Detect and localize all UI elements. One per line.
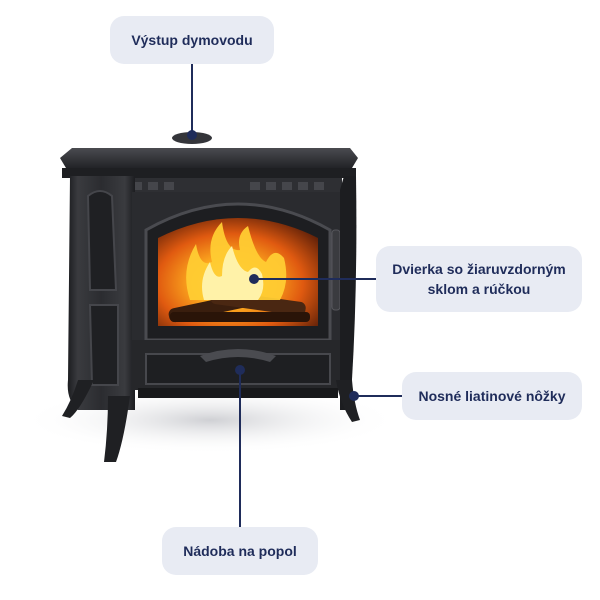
label-door: Dvierka so žiaruvzdorným sklom a rúčkou	[376, 246, 582, 312]
label-ash-pan: Nádoba na popol	[162, 527, 318, 575]
foot-left-rear	[62, 380, 94, 418]
left-side-relief	[86, 190, 118, 291]
leader-dots	[187, 130, 359, 401]
foot-right	[336, 380, 360, 422]
top-rim	[62, 168, 356, 178]
right-side-panel	[340, 176, 357, 410]
left-side-relief-lower	[88, 304, 119, 386]
leader-lines	[191, 64, 402, 527]
base-plate	[138, 388, 338, 398]
top-plate	[60, 148, 358, 168]
door-handle	[331, 229, 341, 311]
label-flue-outlet: Výstup dymovodu	[110, 16, 274, 64]
label-feet-text: Nosné liatinové nôžky	[418, 388, 566, 404]
flames	[186, 222, 287, 300]
ash-pan-handle	[200, 349, 276, 362]
label-ash-pan-text: Nádoba na popol	[183, 543, 297, 559]
foot-left-front	[104, 396, 130, 462]
label-feet: Nosné liatinové nôžky	[402, 372, 582, 420]
label-door-line2: sklom a rúčkou	[427, 281, 531, 297]
label-flue-outlet-text: Výstup dymovodu	[131, 32, 253, 48]
label-door-line1: Dvierka so žiaruvzdorným	[392, 261, 566, 277]
